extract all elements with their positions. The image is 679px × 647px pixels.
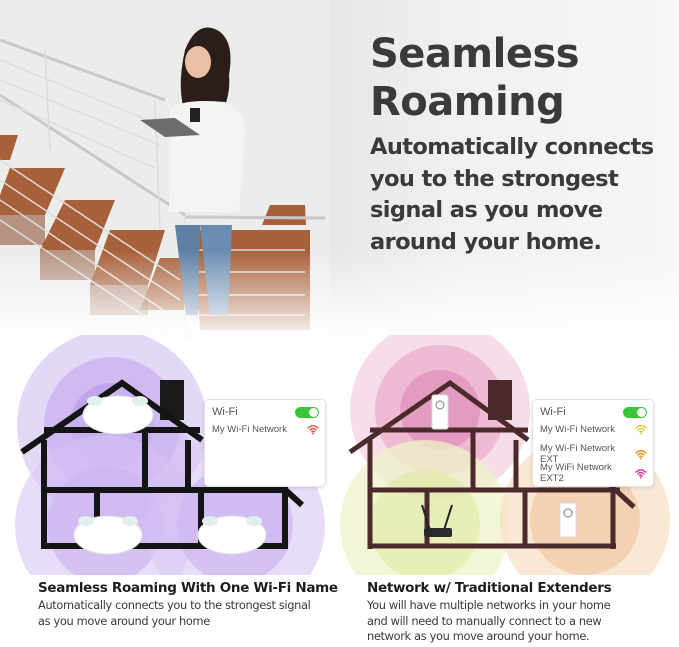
wifi-icon [635, 425, 647, 435]
hero-subtitle-line: you to the strongest [370, 165, 619, 192]
extender-house-illustration [340, 320, 670, 610]
caption-title: Seamless Roaming With One Wi-Fi Name [38, 580, 338, 596]
mesh-caption: Seamless Roaming With One Wi-Fi Name Aut… [38, 580, 338, 629]
wifi-network-item[interactable]: My Wi-Fi Network [212, 424, 319, 435]
hero-photo: Seamless Roaming Automatically connects … [0, 0, 679, 360]
network-name: My Wi-Fi Network [212, 424, 287, 435]
hero-title-line1: Seamless [370, 31, 580, 77]
plug-extender-icon [431, 394, 449, 430]
wifi-settings-card: Wi-Fi My Wi-Fi Network My Wi-Fi Network … [532, 399, 654, 487]
wifi-network-item[interactable]: My Wi-Fi Network [540, 424, 647, 435]
caption-line: and will need to manually connect to a n… [367, 613, 602, 628]
wifi-toggle[interactable] [623, 406, 647, 418]
mesh-node-icon [73, 515, 143, 555]
caption-line: network as you move around your home. [367, 629, 590, 643]
wifi-icon [307, 425, 319, 435]
hero-subtitle-line: signal as you move [370, 197, 603, 223]
network-name: My Wi-Fi Network [540, 424, 615, 435]
extender-network-diagram: Wi-Fi My Wi-Fi Network My Wi-Fi Network … [340, 320, 679, 610]
hero-headline: Seamless Roaming Automatically connects … [370, 30, 670, 258]
wifi-network-item[interactable]: My WiFi Network EXT2 [540, 462, 647, 484]
caption-line: as you move around your home [38, 613, 210, 628]
wifi-toggle[interactable] [295, 406, 319, 418]
hero-subtitle-line: Automatically connects [370, 134, 654, 160]
network-name: My WiFi Network EXT2 [540, 462, 612, 484]
network-name: My Wi-Fi Network EXT [540, 443, 615, 465]
hero-subtitle-line: around your home. [370, 228, 602, 255]
mesh-node-icon [82, 395, 154, 435]
router-icon [421, 504, 453, 537]
wifi-network-item[interactable]: My Wi-Fi Network EXT [540, 443, 647, 465]
plug-extender-icon [559, 502, 577, 538]
extender-caption: Network w/ Traditional Extenders You wil… [367, 580, 667, 645]
caption-line: You will have multiple networks in your … [367, 598, 611, 612]
hero-title: Seamless Roaming [370, 30, 670, 126]
wifi-icon [635, 468, 647, 478]
wifi-settings-card: Wi-Fi My Wi-Fi Network [204, 399, 326, 487]
caption-body: Automatically connects you to the strong… [38, 598, 338, 629]
hero-title-line2: Roaming [370, 79, 565, 125]
caption-body: You will have multiple networks in your … [367, 598, 667, 645]
mesh-node-icon [197, 515, 267, 555]
hero-subtitle: Automatically connects you to the strong… [370, 132, 670, 258]
wifi-card-title: Wi-Fi [540, 406, 566, 418]
caption-title: Network w/ Traditional Extenders [367, 580, 612, 596]
mesh-network-diagram: Wi-Fi My Wi-Fi Network [0, 330, 340, 615]
wifi-icon [635, 449, 647, 459]
wifi-card-title: Wi-Fi [212, 406, 238, 418]
caption-line: Automatically connects you to the strong… [38, 598, 311, 612]
